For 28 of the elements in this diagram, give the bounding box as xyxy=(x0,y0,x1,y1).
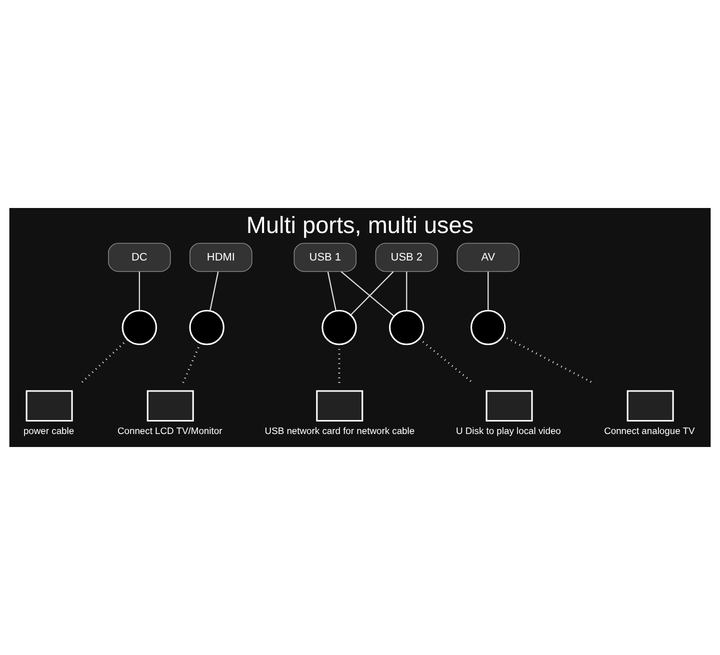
connector xyxy=(350,271,394,316)
node-label: Connect LCD TV/Monitor xyxy=(117,424,222,436)
node-label: USB network card for network cable xyxy=(264,424,415,436)
connector xyxy=(488,272,489,311)
node-circle xyxy=(122,310,158,346)
node-box: AV xyxy=(456,242,520,272)
node-label: U Disk to play local video xyxy=(456,424,561,436)
node-box: DC xyxy=(108,242,171,272)
diagram-title: Multi ports, multi uses xyxy=(246,212,474,238)
connector xyxy=(182,342,202,384)
node-circle xyxy=(189,310,224,346)
connector xyxy=(418,338,474,384)
node-box: USB 1 xyxy=(294,242,356,272)
node-label: Connect analogue TV xyxy=(604,424,695,436)
node-box: HDMI xyxy=(190,242,252,272)
node-box: USB 2 xyxy=(375,242,438,272)
connector xyxy=(327,272,337,311)
connector xyxy=(340,271,394,317)
connector xyxy=(80,338,128,384)
connector xyxy=(210,272,219,311)
node-circle xyxy=(322,310,357,346)
connector xyxy=(406,272,408,311)
node-circle xyxy=(389,310,424,346)
node-label: power cable xyxy=(23,424,74,436)
node-circle xyxy=(470,310,506,346)
connector xyxy=(502,335,594,384)
connector xyxy=(338,344,340,384)
connector xyxy=(138,272,140,311)
